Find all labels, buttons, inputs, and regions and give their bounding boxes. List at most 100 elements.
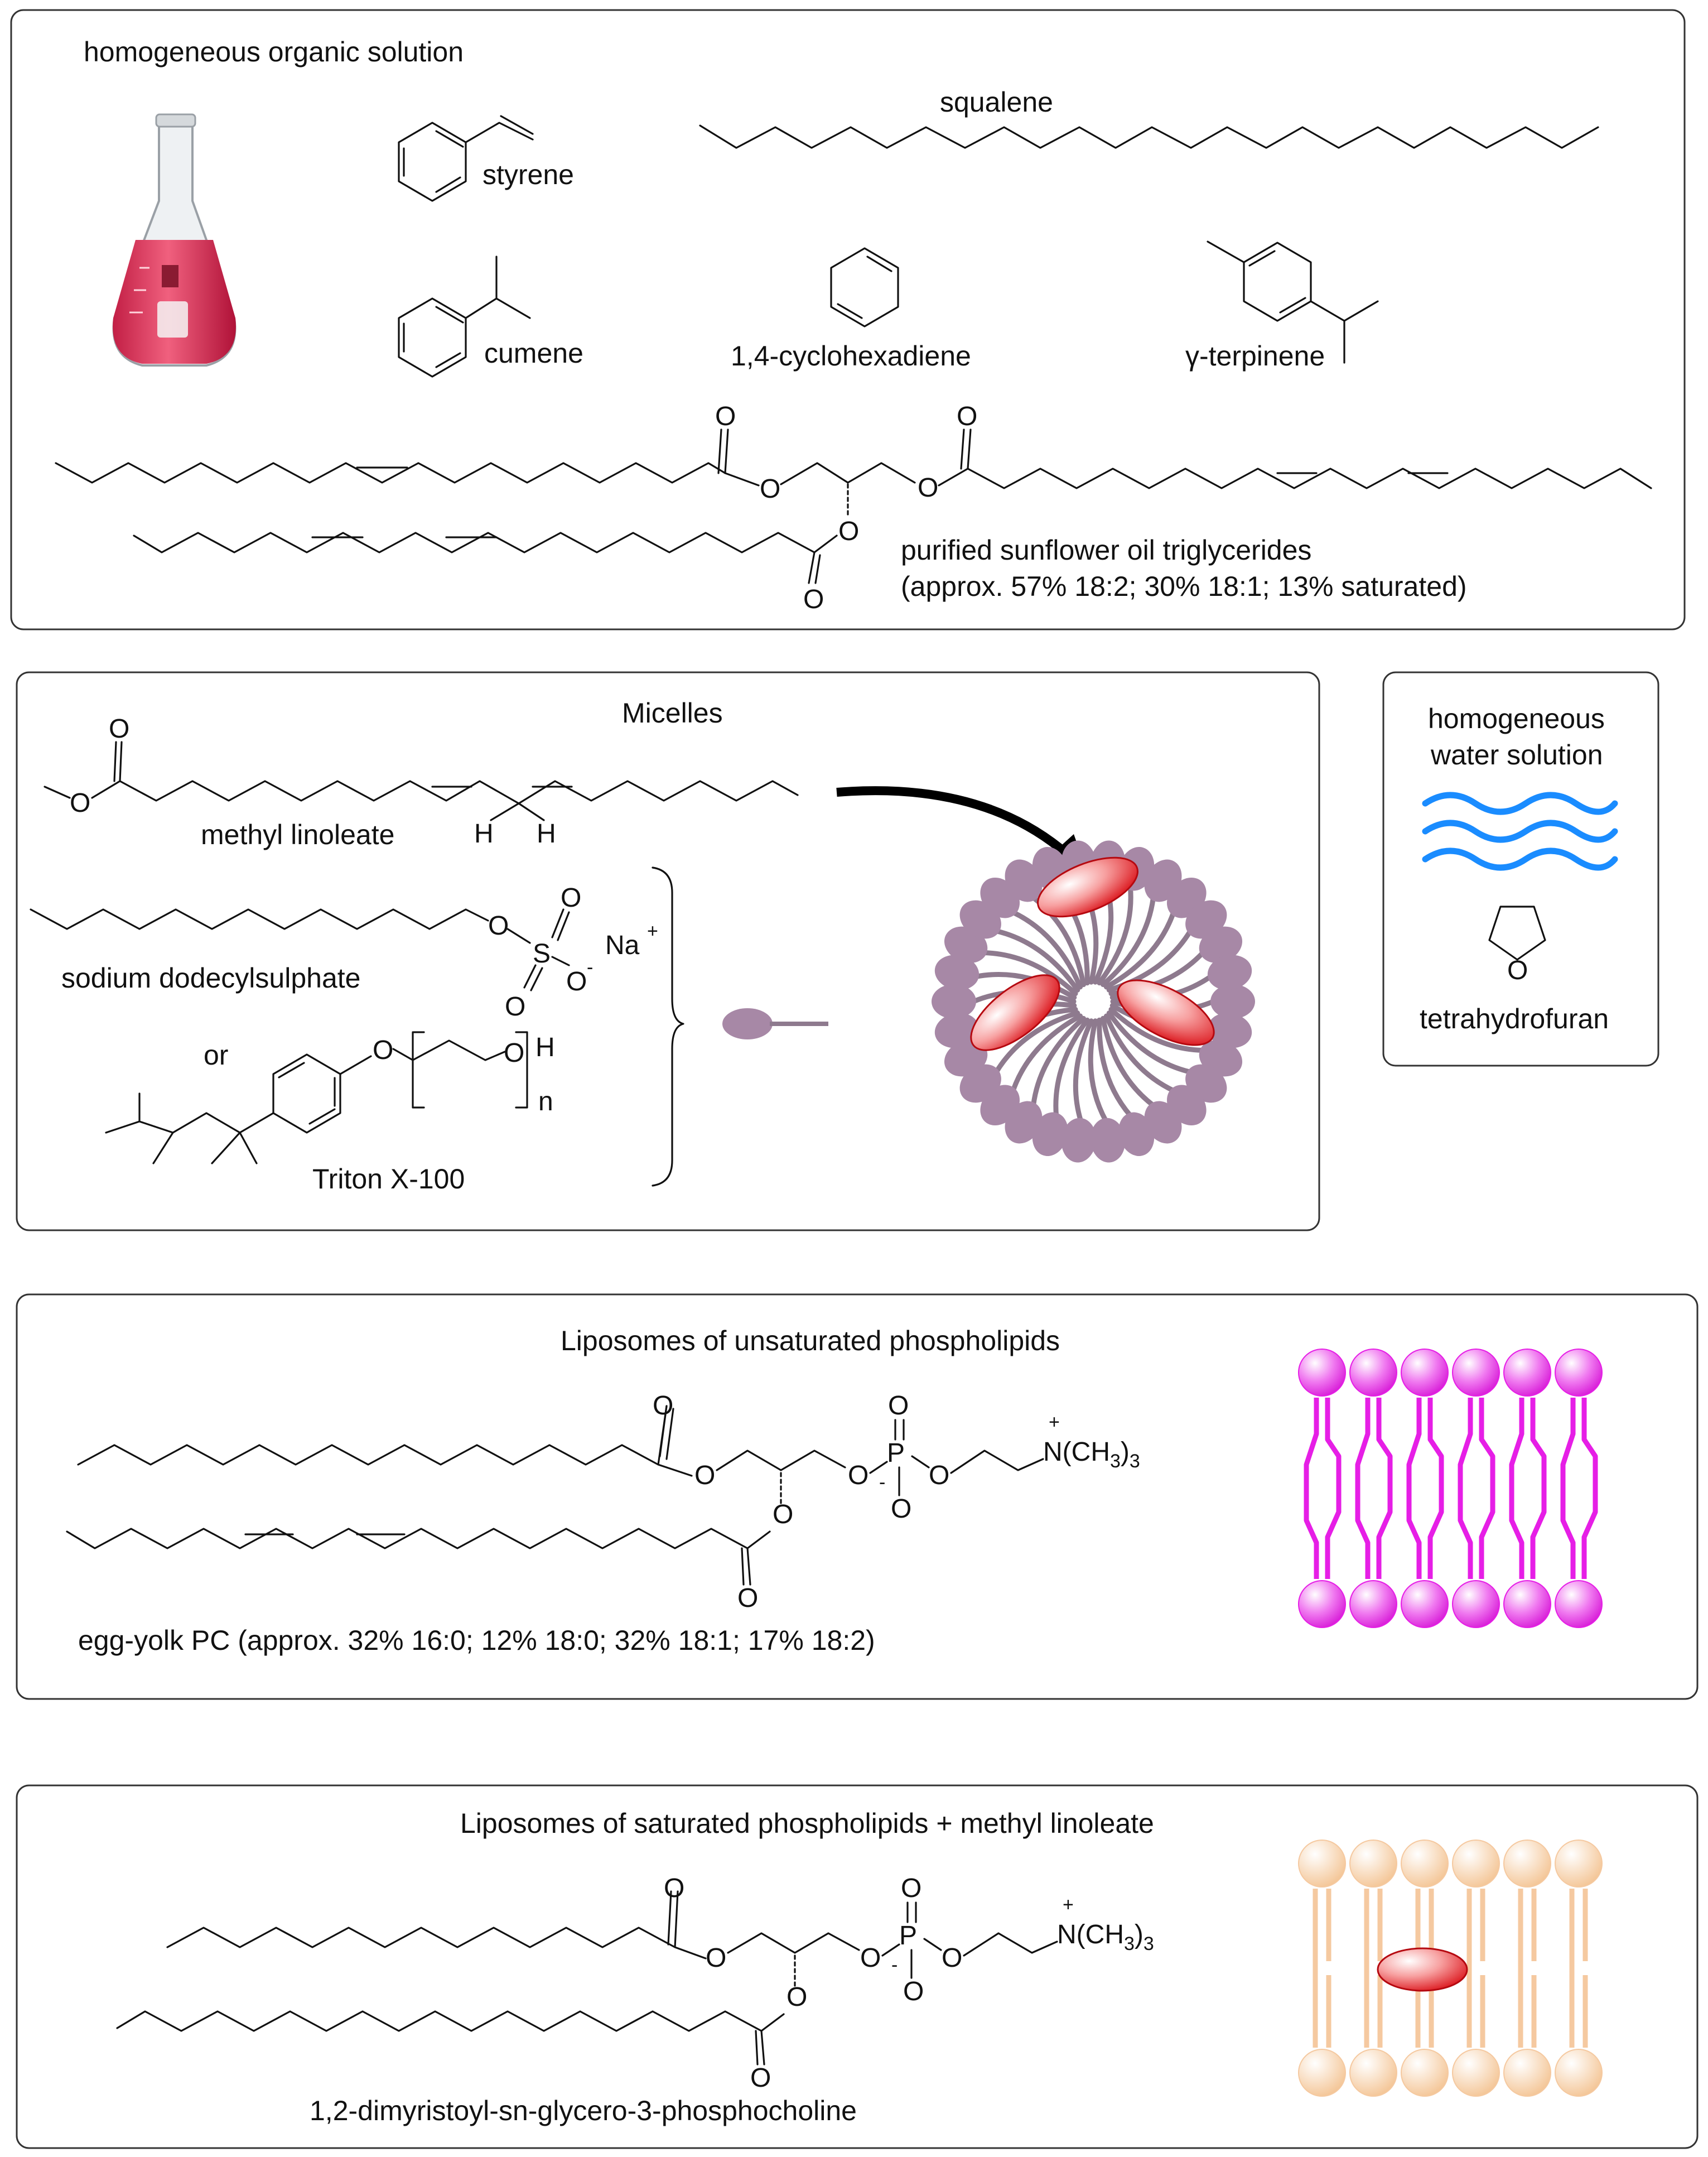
panel-micelles-title: Micelles xyxy=(622,697,723,729)
charge-minus: - xyxy=(587,957,593,978)
atom-o: O xyxy=(566,967,587,996)
cyclohexadiene-label: 1,4-cyclohexadiene xyxy=(731,340,971,372)
atom-o: O xyxy=(109,714,129,744)
micelle-head xyxy=(1061,1118,1096,1163)
embedded-substrate xyxy=(1377,1947,1468,1992)
lipid-head-top xyxy=(1503,1840,1551,1888)
bilayer-magenta-diagram xyxy=(1298,1349,1603,1628)
atom-o: O xyxy=(787,1982,807,2012)
styrene-label: styrene xyxy=(483,159,574,190)
atom-h: H xyxy=(537,819,556,849)
thf-structure: O tetrahydrofuran xyxy=(1420,906,1609,1034)
choline-sub: 3 xyxy=(1110,1451,1121,1472)
insertion-arrow xyxy=(836,786,1063,852)
micelle-tail xyxy=(1097,885,1133,986)
atom-p: P xyxy=(899,1921,917,1951)
atom-o: O xyxy=(942,1943,962,1973)
triton-label: Triton X-100 xyxy=(312,1163,465,1195)
micelle-diagram xyxy=(932,840,1255,1163)
choline-sub2: 3 xyxy=(1144,1933,1154,1954)
panel-water: homogeneous water solution O tetrahydrof… xyxy=(1382,671,1659,1067)
panel-liposomes-sat: Liposomes of saturated phospholipids + m… xyxy=(16,1784,1699,2149)
atom-o: O xyxy=(803,585,824,614)
micelle-tail xyxy=(1103,909,1176,990)
sunflower-label-1: purified sunflower oil triglycerides xyxy=(901,535,1311,566)
micelle-tail xyxy=(1010,1013,1083,1094)
atom-s: S xyxy=(533,939,551,969)
micelle-head xyxy=(1210,984,1255,1019)
atom-o: O xyxy=(918,473,938,503)
lipid-tails xyxy=(1458,1398,1495,1579)
micelle-head xyxy=(934,1013,980,1048)
micelle-tail xyxy=(1088,1018,1108,1124)
atom-o: O xyxy=(664,1874,684,1903)
egg-pc-structure: O O O O P O O - O + N(CH3)3 O egg-yolk P… xyxy=(66,1391,1140,1656)
surfactant-icon xyxy=(722,1008,828,1039)
surfactant-brace xyxy=(652,866,684,1187)
terpinene-structure: γ-terpinene xyxy=(1185,240,1379,372)
atom-o: O xyxy=(750,2063,771,2093)
lipid-tails xyxy=(1518,1889,1537,2048)
micelle-head xyxy=(1091,1118,1126,1163)
panel-water-frame xyxy=(1382,671,1659,1067)
lipid-head-bottom xyxy=(1503,2049,1551,2097)
atom-o: O xyxy=(860,1943,881,1973)
squalene-label: squalene xyxy=(940,86,1053,118)
lipid-tails xyxy=(1509,1398,1547,1579)
atom-o: O xyxy=(373,1036,393,1065)
substrate-molecule xyxy=(970,974,1060,1051)
sds-structure: O S O O O - Na + sodium dodecylsulphate xyxy=(30,883,658,1022)
or-label: or xyxy=(204,1039,228,1071)
micelle-tail xyxy=(1106,1010,1193,1075)
dmpc-caption: 1,2-dimyristoyl-sn-glycero-3-phosphochol… xyxy=(310,2095,857,2126)
micelle-tail xyxy=(1053,1017,1090,1118)
bilayer-peach-diagram xyxy=(1298,1840,1603,2097)
panel-liposomes-unsat-frame xyxy=(16,1293,1699,1700)
lipid-tails xyxy=(1313,1889,1331,2048)
cumene-label: cumene xyxy=(484,338,583,369)
atom-o: O xyxy=(653,1391,673,1421)
micelle-head xyxy=(944,1040,988,1077)
lipid-tails xyxy=(1415,1889,1434,2048)
lipid-head-bottom xyxy=(1555,2049,1603,2097)
lipid-tails xyxy=(1406,1398,1444,1579)
dmpc-structure: O O O O P O O - O + N(CH3)3 O 1,2-dimyri… xyxy=(116,1874,1154,2126)
thf-label: tetrahydrofuran xyxy=(1420,1003,1609,1034)
panel-organic-title: homogeneous organic solution xyxy=(84,36,464,68)
micelle-tail xyxy=(981,950,1078,996)
choline-n-text: N(CH xyxy=(1057,1920,1124,1949)
atom-o: O xyxy=(760,474,780,504)
choline-close: ) xyxy=(1121,1437,1130,1467)
flask-icon xyxy=(112,113,237,367)
micelle-tail xyxy=(993,928,1080,993)
micelle-head xyxy=(1118,1112,1155,1156)
lipid-head-bottom xyxy=(1401,1580,1449,1628)
atom-o: O xyxy=(888,1391,909,1421)
atom-o: O xyxy=(715,402,736,431)
atom-h: H xyxy=(535,1033,555,1062)
atom-o: O xyxy=(848,1461,869,1490)
atom-o: O xyxy=(773,1500,793,1529)
panel-organic-frame xyxy=(10,9,1686,630)
charge-minus: - xyxy=(879,1472,885,1493)
atom-o: O xyxy=(901,1874,921,1903)
atom-o: O xyxy=(838,517,859,546)
cyclohexadiene-structure: 1,4-cyclohexadiene xyxy=(731,247,971,372)
lipid-head-top xyxy=(1298,1349,1346,1397)
methyl-linoleate-structure: O O H H methyl linoleate xyxy=(44,714,799,850)
choline-n: N(CH3)3 xyxy=(1057,1920,1154,1954)
micelle-head xyxy=(1207,1013,1252,1048)
squalene-structure: squalene xyxy=(699,86,1599,149)
methyl-linoleate-label: methyl linoleate xyxy=(201,819,394,850)
micelle-tail xyxy=(1073,1018,1094,1124)
lipid-head-top xyxy=(1349,1840,1397,1888)
water-waves-icon xyxy=(1422,792,1618,871)
atom-o: O xyxy=(1507,956,1528,985)
choline-sub2: 3 xyxy=(1130,1451,1140,1472)
atom-o: O xyxy=(929,1461,949,1490)
lipid-head-bottom xyxy=(1555,1580,1603,1628)
lipid-head-top xyxy=(1349,1349,1397,1397)
lipid-head-top xyxy=(1503,1349,1551,1397)
choline-close: ) xyxy=(1135,1920,1144,1949)
